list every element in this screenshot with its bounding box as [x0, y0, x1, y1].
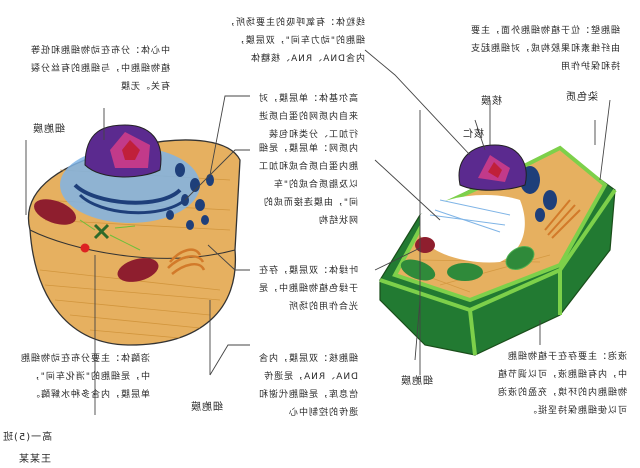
- plant-cell: [379, 144, 617, 356]
- label-cell-membrane-left: 细胞膜: [32, 124, 65, 135]
- label-nucleolus: 核仁: [462, 129, 484, 140]
- signature-line1: 高一(5)班: [2, 432, 53, 443]
- lysosome-note: 溶酶体：主要分布在动物细胞中，是细胞的"消化车间"，单层膜，内含多种水解酶。: [19, 354, 150, 400]
- cell-wall-note: 细胞壁：位于植物细胞外面，主要由纤维素和果胶构成，对细胞起支持和保护作用: [469, 26, 620, 72]
- golgi-note: 高尔基体：单层膜，对来自内质网的蛋白质进行加工、分类和包装: [257, 94, 358, 140]
- signature-line2: 王某某: [18, 454, 51, 465]
- centrosome-note: 中心体：分布在动物细胞和低等植物细胞中，与细胞的有丝分裂有关。无膜: [29, 46, 170, 92]
- mitochondria-note: 线粒体：有氧呼吸的主要场所，细胞的"动力车间"，双层膜，内含DNA、RNA、核糖…: [224, 18, 365, 64]
- animal-cell: [27, 124, 241, 346]
- label-cell-membrane-bottom: 细胞膜: [190, 402, 223, 413]
- label-cell-membrane-plant: 细胞膜: [400, 376, 433, 387]
- label-nuclear-envelope: 核膜: [480, 96, 502, 107]
- chloroplast-note: 叶绿体：双层膜，存在于绿色植物细胞中，是光合作用的场所: [257, 266, 358, 312]
- er-note: 内质网：单层膜，是细胞内蛋白质合成和加工以及脂质合成的"车间"，由膜连接而成的网…: [257, 144, 358, 226]
- label-chromatin: 染色质: [565, 92, 598, 103]
- vacuole-note: 液泡：主要存在于植物细胞中，内有细胞液，可以调节植物细胞内的环境，充盈的液泡可以…: [496, 352, 627, 416]
- nucleus-note: 细胞核：双层膜，内含DNA、RNA，是遗传信息库，是细胞代谢和遗传的控制中心: [257, 354, 358, 418]
